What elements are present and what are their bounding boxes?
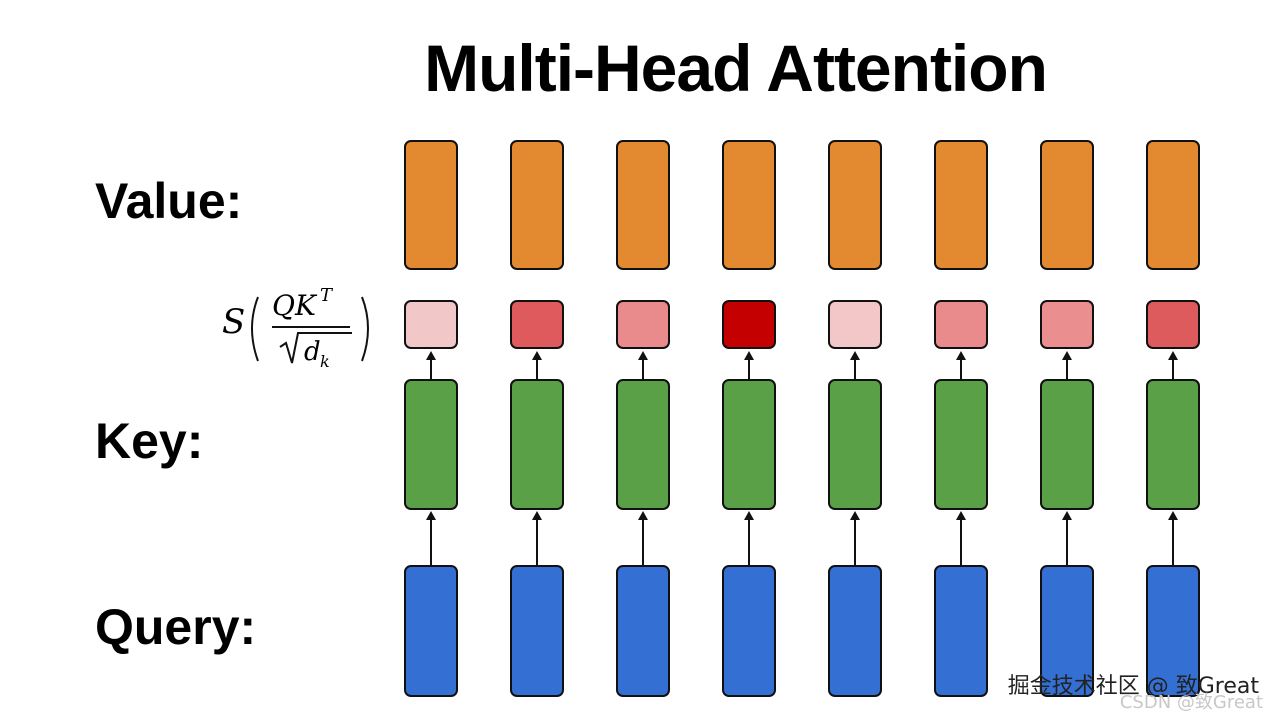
key-to-weight-arrow bbox=[850, 351, 860, 379]
attention-weight-box bbox=[1146, 300, 1200, 349]
key-to-weight-arrow bbox=[638, 351, 648, 379]
watermark-csdn: CSDN @致Great bbox=[1119, 692, 1263, 713]
sqrt-symbol bbox=[279, 332, 352, 364]
query-vector bbox=[722, 565, 776, 697]
formula-superscript: T bbox=[320, 285, 334, 306]
value-vector bbox=[404, 140, 458, 270]
watermark-juejin: 掘金技术社区 @ 致Great bbox=[1007, 674, 1259, 699]
formula-denominator: d bbox=[304, 337, 321, 367]
attention-weight-box bbox=[934, 300, 988, 349]
formula-function: S bbox=[222, 302, 245, 342]
value-vector bbox=[1146, 140, 1200, 270]
query-to-key-arrow bbox=[426, 511, 436, 566]
value-vector bbox=[616, 140, 670, 270]
attention-weight-box bbox=[722, 300, 776, 349]
key-vector bbox=[510, 379, 564, 510]
value-vector bbox=[1040, 140, 1094, 270]
value-row-label: Value: bbox=[95, 173, 243, 229]
page-title: Multi-Head Attention bbox=[424, 31, 1048, 105]
query-vector bbox=[1146, 565, 1200, 697]
key-vector bbox=[934, 379, 988, 510]
query-vector bbox=[934, 565, 988, 697]
value-vector bbox=[828, 140, 882, 270]
query-vector bbox=[616, 565, 670, 697]
value-vector bbox=[510, 140, 564, 270]
key-vector bbox=[722, 379, 776, 510]
key-to-weight-arrow bbox=[1168, 351, 1178, 379]
attention-weight-box bbox=[510, 300, 564, 349]
key-to-weight-arrow bbox=[744, 351, 754, 379]
query-to-key-arrow bbox=[1062, 511, 1072, 566]
attention-weight-box bbox=[828, 300, 882, 349]
query-vector bbox=[404, 565, 458, 697]
attention-weight-box bbox=[1040, 300, 1094, 349]
key-to-weight-arrow bbox=[532, 351, 542, 379]
query-to-key-arrow bbox=[956, 511, 966, 566]
key-vector bbox=[1040, 379, 1094, 510]
key-vector bbox=[616, 379, 670, 510]
query-vector bbox=[828, 565, 882, 697]
value-vector bbox=[722, 140, 776, 270]
formula-numerator: QK bbox=[272, 289, 318, 322]
query-vector bbox=[1040, 565, 1094, 697]
attention-weight-box bbox=[616, 300, 670, 349]
key-row-label: Key: bbox=[95, 413, 204, 469]
key-to-weight-arrow bbox=[1062, 351, 1072, 379]
query-to-key-arrow bbox=[1168, 511, 1178, 566]
softmax-formula: S QK T d k bbox=[222, 283, 392, 373]
query-to-key-arrow bbox=[638, 511, 648, 566]
key-vector bbox=[1146, 379, 1200, 510]
query-vector bbox=[510, 565, 564, 697]
key-to-weight-arrow bbox=[426, 351, 436, 379]
key-vector bbox=[404, 379, 458, 510]
query-row-label: Query: bbox=[95, 599, 257, 655]
query-to-key-arrow bbox=[850, 511, 860, 566]
query-to-key-arrow bbox=[744, 511, 754, 566]
formula-subscript: k bbox=[320, 352, 330, 371]
value-vector bbox=[934, 140, 988, 270]
attention-weight-box bbox=[404, 300, 458, 349]
key-vector bbox=[828, 379, 882, 510]
key-to-weight-arrow bbox=[956, 351, 966, 379]
query-to-key-arrow bbox=[532, 511, 542, 566]
